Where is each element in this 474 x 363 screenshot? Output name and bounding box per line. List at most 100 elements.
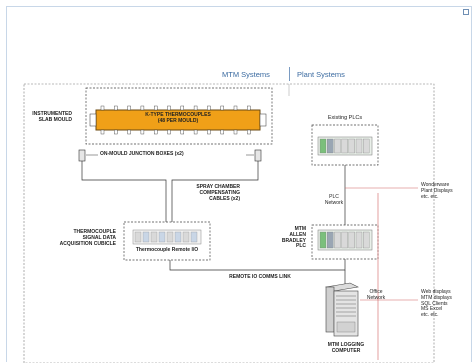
wonderware-label: Wonderware Plant Displays etc. etc. (421, 182, 453, 200)
thermocouples-label: K-TYPE THERMOCOUPLES (48 PER MOULD) (139, 112, 217, 125)
thermocouple-bottom (153, 129, 158, 135)
plc-module (334, 138, 341, 154)
spray-label-line1: SPRAY CHAMBER (196, 184, 240, 190)
thermocouple-top (140, 105, 145, 111)
thermocouple-bottom (180, 129, 185, 135)
logging-computer-label: MTM LOGGING COMPUTER (318, 342, 374, 355)
plc-module (341, 231, 348, 249)
cubicle-label-line2: SIGNAL DATA (82, 234, 116, 241)
plc-module (341, 138, 348, 154)
remote-io-comms-link (169, 259, 346, 271)
io-module (134, 231, 142, 243)
existing-plcs-label: Existing PLCs (327, 115, 363, 121)
io-module (182, 231, 190, 243)
thermocouple-top (153, 105, 158, 111)
thermocouple-bottom (127, 129, 131, 135)
io-module (166, 231, 174, 243)
remote-io-label: Thermocouple Remote I/O (135, 247, 199, 253)
plc-module (327, 231, 334, 249)
thermocouple-bottom (233, 129, 238, 135)
office-network-label-line2: Network (366, 294, 386, 301)
web-label-line1: Web displays (421, 289, 451, 295)
slab-mould-label-line2: SLAB MOULD (38, 116, 72, 123)
thermocouple-top (127, 105, 131, 111)
plc-module (319, 231, 327, 249)
plc-module (319, 138, 327, 154)
web-label-line5: etc. etc. (421, 312, 439, 319)
thermocouple-top (100, 105, 105, 111)
existing-plc-modules (319, 138, 370, 154)
plc-module (348, 231, 355, 249)
thermocouple-bottom (140, 129, 145, 135)
remote-io-modules (134, 231, 198, 243)
plc-module (327, 138, 334, 154)
thermocouple-top (207, 105, 211, 111)
slab-mould-box (85, 87, 273, 145)
plc-module (334, 231, 341, 249)
plc-network-label-line2: Network (324, 199, 344, 206)
io-module (158, 231, 166, 243)
plc-network-label-line1: PLC (329, 194, 339, 200)
office-network-label-line1: Office (369, 289, 383, 295)
thermocouple-bottom (220, 129, 224, 135)
slab-mould-label: INSTRUMENTED SLAB MOULD (26, 111, 72, 124)
thermocouple-top (114, 105, 118, 111)
logging-computer-icon (325, 282, 359, 337)
mtm-boundary (23, 83, 435, 363)
mtm-systems-heading: MTM Systems (222, 70, 270, 79)
plc-module (355, 138, 363, 154)
junction-box-left (78, 149, 86, 162)
thermocouple-top (233, 105, 238, 111)
plc-module (355, 231, 363, 249)
office-network-label: Office Network (362, 289, 390, 302)
thermocouple-bottom (100, 129, 105, 135)
thermocouple-top (220, 105, 224, 111)
thermocouple-top (180, 105, 185, 111)
wonderware-label-line1: Wonderware (421, 182, 450, 188)
mtm-plc-label-line2: ALLEN (289, 231, 306, 238)
plc-network-label: PLC Network (322, 194, 346, 207)
logging-label-line2: COMPUTER (331, 347, 361, 354)
existing-plc-box (311, 124, 379, 166)
wonderware-label-line3: etc. etc. (421, 193, 439, 200)
header-separator (289, 67, 290, 81)
mtm-plc-label: MTM ALLEN BRADLEY PLC (268, 226, 306, 250)
io-module (174, 231, 182, 243)
thermocouples-label-line2: (48 PER MOULD) (157, 117, 199, 124)
cubicle-label-line1: THERMOCOUPLE (73, 229, 117, 235)
web-label-line2: MTM displays (421, 294, 452, 301)
mtm-plc-label-line1: MTM (294, 226, 306, 232)
junction-boxes-label: ON-MOULD JUNCTION BOXES (x2) (100, 151, 184, 157)
thermocouple-top (193, 105, 198, 111)
cubicle-box (123, 221, 211, 261)
thermocouple-top (167, 105, 171, 111)
cubicle-label-line3: ACQUISITION CUBICLE (59, 240, 116, 247)
plc-module (363, 138, 370, 154)
thermocouple-ticks (89, 105, 267, 135)
wonderware-label-line2: Plant Displays (421, 187, 453, 194)
mtm-plc-label-line3: BRADLEY (281, 237, 306, 244)
spray-label-line2: COMPENSATING (199, 189, 240, 196)
spray-chamber-label: SPRAY CHAMBER COMPENSATING CABLES (x2) (168, 184, 240, 202)
cable-right (171, 161, 259, 222)
io-module (142, 231, 150, 243)
web-label-line4: MS Excel (421, 306, 443, 313)
mould-end-left (89, 113, 97, 127)
cubicle-label: THERMOCOUPLE SIGNAL DATA ACQUISITION CUB… (48, 229, 117, 247)
thermocouple-top (247, 105, 251, 111)
mould-end-right (259, 113, 267, 127)
io-module (190, 231, 198, 243)
mtm-plc-modules (319, 231, 370, 249)
logging-label-line1: MTM LOGGING (327, 342, 365, 348)
thermocouple-bottom (207, 129, 211, 135)
plc-module (363, 231, 370, 249)
thermocouple-bottom (114, 129, 118, 135)
thermocouple-bottom (193, 129, 198, 135)
web-displays-label: Web displays MTM displays SQL Clients MS… (421, 289, 452, 319)
web-label-line3: SQL Clients (421, 300, 448, 307)
thermocouple-bottom (247, 129, 251, 135)
spray-label-line3: CABLES (x2) (209, 195, 240, 202)
remote-io-link-label: REMOTE IO COMMS LINK (229, 274, 291, 280)
mtm-plc-label-line4: PLC (296, 243, 306, 250)
